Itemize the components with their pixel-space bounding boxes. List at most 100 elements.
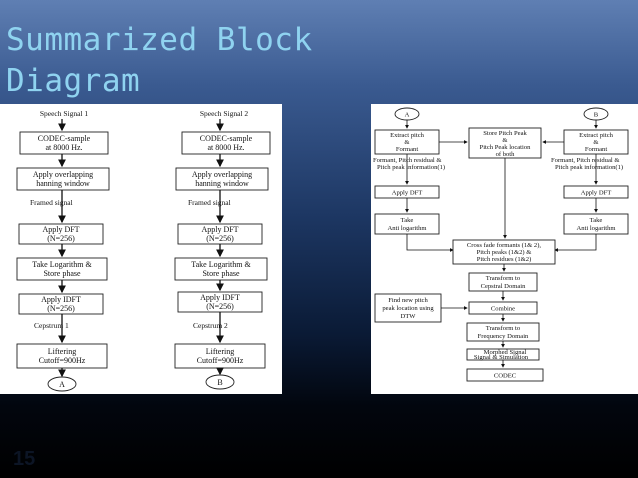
block-text: Pitch peaks (1&2) &: [477, 249, 533, 256]
block-text: (N=256): [47, 304, 75, 313]
block-text: &: [502, 137, 508, 144]
block-text: Apply DFT: [42, 225, 79, 234]
block-text: hanning window: [195, 179, 249, 188]
block-text: at 8000 Hz.: [45, 143, 82, 152]
block-text: &: [404, 139, 410, 146]
block-text: Cutoff=900Hz: [39, 356, 86, 365]
slide-title-line1: Summarized Block: [6, 22, 313, 58]
block-text: &: [593, 139, 599, 146]
find-new-pitch-block: Find new pitch peak location using DTW: [374, 293, 442, 323]
logarithm-block-2: Take Logarithm & Store phase: [174, 257, 268, 281]
frequency-domain-block: Transform to Frequency Domain: [466, 322, 540, 342]
slide-number: 15: [13, 448, 36, 470]
block-text: Pitch Peak location: [480, 144, 532, 151]
anti-log-block-left: Take Anti logarithm: [374, 213, 440, 235]
logarithm-block-1: Take Logarithm & Store phase: [16, 257, 108, 281]
connector-b-label: B: [594, 112, 599, 119]
residual-label-left: Pitch peak information(1): [377, 164, 445, 171]
morphed-signal-block: Morphed Signal Signal & Simulation: [466, 348, 540, 361]
block-text: Take Logarithm &: [191, 260, 251, 269]
speech-signal-2-label: Speech Signal 2: [200, 109, 249, 118]
block-text: Extract pitch: [579, 132, 614, 139]
connector-b-label: B: [217, 378, 222, 387]
idft-block-2: Apply IDFT (N=256): [177, 291, 263, 313]
block-text: Liftering: [206, 347, 234, 356]
block-text: Liftering: [48, 347, 76, 356]
cepstrum-1-label: Cepstrum 1: [34, 321, 69, 330]
block-text: Pitch residues (1&2): [477, 256, 532, 263]
extract-pitch-block-right: Extract pitch & Formant: [563, 129, 629, 155]
block-text: Find new pitch: [388, 297, 428, 304]
liftering-block-2: Liftering Cutoff=900Hz: [174, 343, 266, 369]
residual-label-left: Formant, Pitch residual &: [373, 157, 442, 164]
block-text: Formant: [585, 146, 608, 153]
block-text: Apply overlapping: [33, 170, 93, 179]
block-text: Extract pitch: [390, 132, 425, 139]
block-text: Store phase: [43, 269, 81, 278]
block-text: CODEC-sample: [38, 134, 91, 143]
block-text: at 8000 Hz.: [207, 143, 244, 152]
block-text: of both: [496, 151, 516, 158]
block-text: Take Logarithm &: [32, 260, 92, 269]
block-text: hanning window: [36, 179, 90, 188]
block-text: Combine: [491, 306, 515, 313]
connector-a: A: [47, 376, 77, 392]
arrow: [406, 234, 454, 252]
connector-a: A: [394, 107, 420, 121]
connector-b: B: [583, 107, 609, 121]
store-pitch-peak-block: Store Pitch Peak & Pitch Peak location o…: [468, 127, 542, 159]
block-text: Take: [401, 217, 414, 224]
slide-title: Summarized Block Diagram: [6, 20, 313, 102]
idft-block-1: Apply IDFT (N=256): [18, 293, 104, 315]
block-text: Signal & Simulation: [474, 354, 529, 361]
codec-sample-block-2: CODEC-sample at 8000 Hz.: [181, 131, 271, 155]
block-text: (N=256): [206, 302, 234, 311]
connector-b: B: [205, 374, 235, 390]
dft-block-right: Apply DFT: [563, 185, 629, 199]
block-text: (N=256): [206, 234, 234, 243]
block-text: Apply IDFT: [200, 293, 240, 302]
cepstrum-2-label: Cepstrum 2: [193, 321, 228, 330]
block-text: Formant: [396, 146, 419, 153]
block-text: Cutoff=900Hz: [197, 356, 244, 365]
residual-label-right: Formant, Pitch residual &: [551, 157, 620, 164]
liftering-block-1: Liftering Cutoff=900Hz: [16, 343, 108, 369]
block-text: Apply DFT: [581, 190, 612, 197]
block-text: Apply overlapping: [192, 170, 252, 179]
block-text: Apply DFT: [201, 225, 238, 234]
block-text: CODEC-sample: [200, 134, 253, 143]
block-text: Cepstral Domain: [481, 283, 527, 290]
right-diagram-svg: A B Extract pitch & Formant Store Pitch …: [373, 107, 629, 382]
block-text: Store phase: [202, 269, 240, 278]
arrow: [554, 234, 597, 252]
hanning-window-block-1: Apply overlapping hanning window: [16, 167, 110, 191]
block-text: Transform to: [486, 275, 521, 282]
right-block-diagram: A B Extract pitch & Formant Store Pitch …: [371, 104, 638, 394]
block-text: (N=256): [47, 234, 75, 243]
block-text: DTW: [400, 313, 416, 320]
block-text: Store Pitch Peak: [483, 130, 527, 137]
block-text: Morphed Signal: [484, 349, 527, 356]
connector-a-label: A: [405, 112, 410, 119]
speech-signal-1-label: Speech Signal 1: [40, 109, 89, 118]
column-speech-signal-2: Speech Signal 2 CODEC-sample at 8000 Hz.…: [174, 109, 271, 390]
block-text: Apply IDFT: [41, 295, 81, 304]
connector-a-label: A: [59, 380, 65, 389]
residual-label-right: Pitch peak information(1): [555, 164, 623, 171]
block-text: Take: [590, 217, 603, 224]
left-block-diagram: Speech Signal 1 CODEC-sample at 8000 Hz.…: [0, 104, 282, 394]
dft-block-2: Apply DFT (N=256): [177, 223, 263, 245]
anti-log-block-right: Take Anti logarithm: [563, 213, 629, 235]
block-text: Frequency Domain: [478, 333, 529, 340]
cepstral-domain-block: Transform to Cepstral Domain: [468, 272, 538, 292]
block-text: peak location using: [382, 305, 434, 312]
framed-signal-label-2: Framed signal: [188, 198, 231, 207]
slide-title-line2: Diagram: [6, 63, 141, 99]
block-text: Apply DFT: [392, 190, 423, 197]
framed-signal-label-1: Framed signal: [30, 198, 73, 207]
block-text: Anti logarithm: [387, 225, 427, 232]
extract-pitch-block-left: Extract pitch & Formant: [374, 129, 440, 155]
left-diagram-svg: Speech Signal 1 CODEC-sample at 8000 Hz.…: [16, 109, 271, 392]
block-text: CODEC: [494, 373, 517, 380]
column-speech-signal-1: Speech Signal 1 CODEC-sample at 8000 Hz.…: [16, 109, 110, 392]
